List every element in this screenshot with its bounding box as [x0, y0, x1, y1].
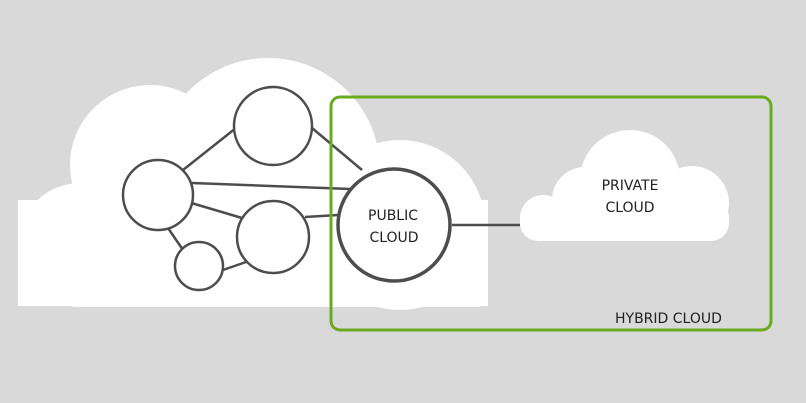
link-left-small: [166, 227, 185, 251]
network-links: [166, 127, 520, 272]
network-node-mid-right: [235, 199, 311, 275]
network-node-top: [232, 85, 314, 167]
network-node-left: [121, 158, 195, 232]
private-cloud-label-line1: PRIVATE: [602, 178, 659, 194]
link-left-public: [191, 181, 351, 191]
public-cloud-label-line2: CLOUD: [369, 230, 418, 246]
link-small-midright: [222, 260, 247, 272]
public-cloud-label-line1: PUBLIC: [368, 208, 418, 224]
hybrid-cloud-label: HYBRID CLOUD: [615, 311, 722, 327]
private-cloud-label-line2: CLOUD: [605, 200, 654, 216]
hybrid-cloud-border: [329, 95, 773, 332]
link-top-public: [311, 127, 363, 171]
link-left-midright: [187, 200, 243, 220]
link-left-top: [182, 127, 237, 171]
network-node-small: [173, 240, 225, 292]
private-cloud-shape: [520, 130, 729, 241]
public-cloud-node: [336, 167, 452, 283]
